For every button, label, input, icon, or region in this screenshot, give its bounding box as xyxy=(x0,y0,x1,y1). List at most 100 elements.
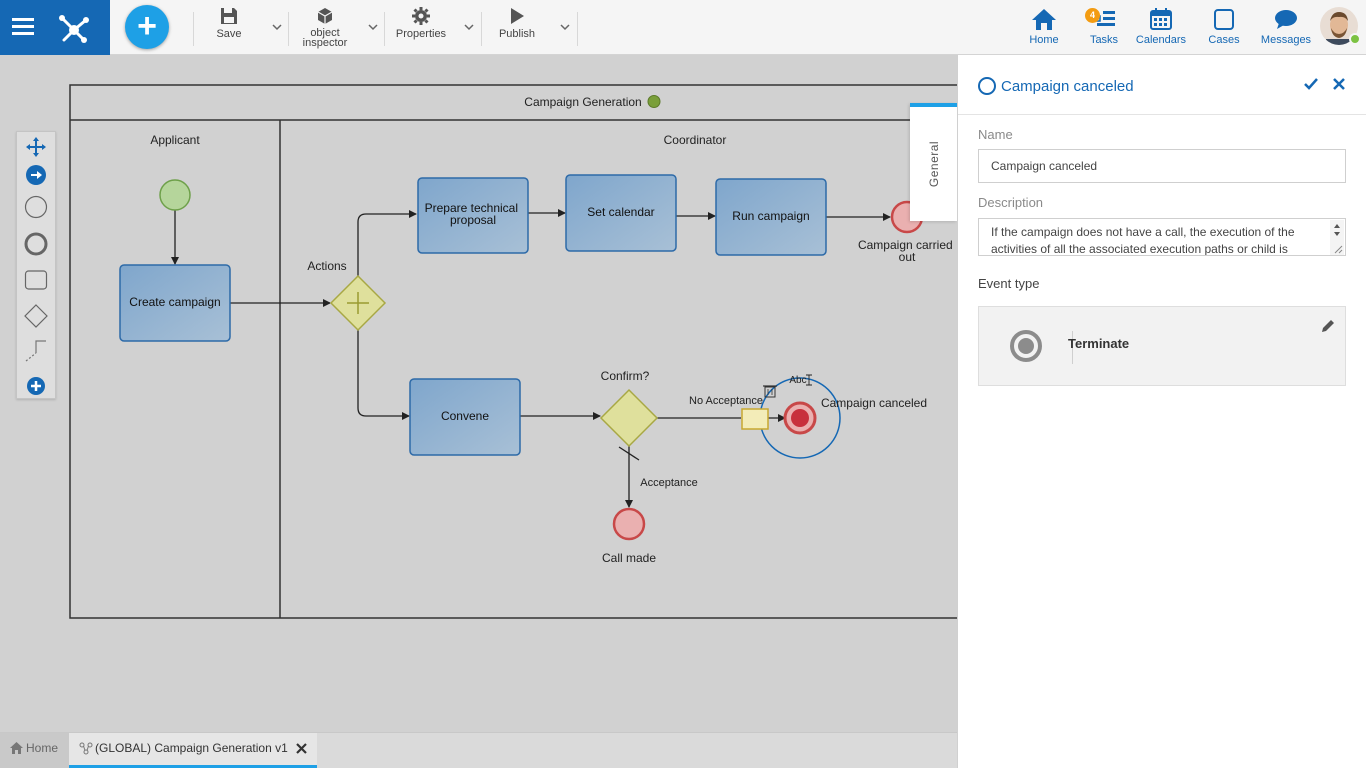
nav-calendars[interactable]: Calendars xyxy=(1134,7,1188,46)
save-label: Save xyxy=(216,28,242,40)
panel-header: Campaign canceled xyxy=(958,55,1366,115)
save-icon xyxy=(221,8,237,24)
properties-dropdown-chevron-down-icon[interactable] xyxy=(462,20,476,34)
online-status-indicator xyxy=(1349,33,1361,45)
gateway-confirm-label: Confirm? xyxy=(601,369,650,383)
add-more-icon[interactable] xyxy=(24,374,48,398)
nav-cases[interactable]: Cases xyxy=(1204,7,1244,46)
end-event-canceled-label: Campaign canceled xyxy=(821,396,927,410)
chat-bubble-icon xyxy=(1275,10,1297,29)
trash-icon[interactable] xyxy=(763,385,777,398)
close-icon[interactable] xyxy=(295,742,308,755)
checkmark-icon[interactable] xyxy=(1303,76,1319,92)
terminate-event-icon xyxy=(1009,329,1043,363)
text-cursor-icon xyxy=(806,374,812,386)
edit-text-icon[interactable]: Abc xyxy=(789,375,806,386)
nav-messages-label: Messages xyxy=(1260,34,1312,46)
end-event-tool-icon[interactable] xyxy=(24,232,48,256)
inspector-dropdown-chevron-down-icon[interactable] xyxy=(366,20,380,34)
event-type-value: Terminate xyxy=(1068,336,1130,351)
sequence-flows xyxy=(171,209,891,508)
close-icon[interactable] xyxy=(1331,76,1347,92)
task-run-campaign-label: Run campaign xyxy=(732,209,809,223)
tab-home-label: Home xyxy=(26,741,59,755)
toolbar-divider xyxy=(481,12,482,46)
object-inspector-button[interactable]: object inspector xyxy=(298,6,352,49)
publish-button[interactable]: Publish xyxy=(496,6,538,40)
start-event[interactable] xyxy=(159,179,191,211)
lane-applicant-label: Applicant xyxy=(150,133,200,147)
add-button[interactable]: + xyxy=(125,5,169,49)
nav-messages[interactable]: Messages xyxy=(1260,7,1312,46)
description-label: Description xyxy=(978,195,1044,210)
home-icon xyxy=(10,742,23,754)
connect-arrow-icon[interactable] xyxy=(24,163,48,187)
gear-icon xyxy=(412,7,430,25)
logo-icon[interactable] xyxy=(54,8,94,48)
event-type-divider xyxy=(1072,331,1073,364)
lane-applicant[interactable]: Applicant xyxy=(150,120,281,618)
panel-title: Campaign canceled xyxy=(1001,78,1134,95)
tab-home[interactable]: Home xyxy=(0,733,69,768)
tab-general-label: General xyxy=(926,140,941,188)
end-event-call-made-label: Call made xyxy=(602,551,656,565)
task-create-campaign[interactable]: Create campaign xyxy=(119,264,231,342)
description-text: If the campaign does not have a call, th… xyxy=(991,225,1295,256)
tab-campaign-generation-label: (GLOBAL) Campaign Generation v1 xyxy=(95,741,288,755)
flow-actions-to-convene[interactable] xyxy=(357,330,410,420)
pencil-icon[interactable] xyxy=(1320,318,1336,334)
task-tool-icon[interactable] xyxy=(24,268,48,292)
end-event-call-made[interactable]: Call made xyxy=(602,507,656,565)
shape-palette xyxy=(16,131,56,399)
name-label: Name xyxy=(978,127,1013,142)
move-icon[interactable] xyxy=(24,135,48,159)
cube-icon xyxy=(317,8,333,24)
task-convene[interactable]: Convene xyxy=(409,378,521,456)
task-set-calendar-label: Set calendar xyxy=(587,205,654,219)
pool[interactable]: Campaign Generation xyxy=(69,84,957,619)
lane-coordinator-label: Coordinator xyxy=(664,133,727,147)
description-textarea[interactable]: If the campaign does not have a call, th… xyxy=(978,218,1346,256)
publish-dropdown-chevron-down-icon[interactable] xyxy=(558,20,572,34)
properties-button[interactable]: Properties xyxy=(393,6,449,40)
process-icon xyxy=(79,741,93,755)
end-event-campaign-canceled[interactable]: Campaign canceled xyxy=(759,377,927,459)
tab-general[interactable]: General xyxy=(910,103,957,221)
connection-handle[interactable] xyxy=(741,408,769,430)
tab-campaign-generation[interactable]: (GLOBAL) Campaign Generation v1 xyxy=(69,733,317,768)
task-create-campaign-label: Create campaign xyxy=(129,295,220,309)
document-tabs-bar: Home (GLOBAL) Campaign Generation v1 xyxy=(0,732,957,768)
end-event-icon xyxy=(978,77,996,95)
process-diagram: Campaign Generation Applicant Coordinato… xyxy=(69,84,957,619)
cases-icon xyxy=(1214,9,1234,30)
publish-label: Publish xyxy=(498,28,536,40)
flow-actions-to-proposal[interactable] xyxy=(357,210,417,276)
gateway-confirm[interactable]: Confirm? xyxy=(599,369,659,448)
task-convene-label: Convene xyxy=(441,409,489,423)
gateway-actions[interactable]: Actions xyxy=(307,259,387,332)
save-button[interactable]: Save xyxy=(211,6,247,40)
home-icon xyxy=(1032,9,1056,30)
description-scrollbar[interactable] xyxy=(1330,220,1344,255)
pool-status-dot xyxy=(647,95,661,108)
tasks-count-badge: 4 xyxy=(1085,8,1100,23)
connector-tool-icon[interactable] xyxy=(24,339,48,363)
save-dropdown-chevron-down-icon[interactable] xyxy=(270,20,284,34)
task-set-calendar[interactable]: Set calendar xyxy=(565,174,677,252)
start-event-tool-icon[interactable] xyxy=(24,195,48,219)
task-prepare-technical-proposal[interactable]: Prepare technical proposal xyxy=(417,177,529,254)
gateway-actions-label: Actions xyxy=(307,259,346,273)
task-prepare-proposal-label: Prepare technical proposal xyxy=(425,201,522,227)
toolbar-divider xyxy=(577,12,578,46)
gateway-tool-icon[interactable] xyxy=(24,304,48,328)
pool-title: Campaign Generation xyxy=(524,95,641,109)
menu-icon[interactable] xyxy=(10,14,40,40)
name-input[interactable] xyxy=(978,149,1346,183)
event-type-selector[interactable]: Terminate xyxy=(978,306,1346,386)
diagram-canvas[interactable]: Campaign Generation Applicant Coordinato… xyxy=(0,55,957,732)
nav-home[interactable]: Home xyxy=(1024,7,1064,46)
task-run-campaign[interactable]: Run campaign xyxy=(715,178,827,256)
nav-cases-label: Cases xyxy=(1208,34,1240,46)
object-inspector-label: object inspector xyxy=(302,27,348,49)
nav-tasks-label: Tasks xyxy=(1089,34,1119,46)
